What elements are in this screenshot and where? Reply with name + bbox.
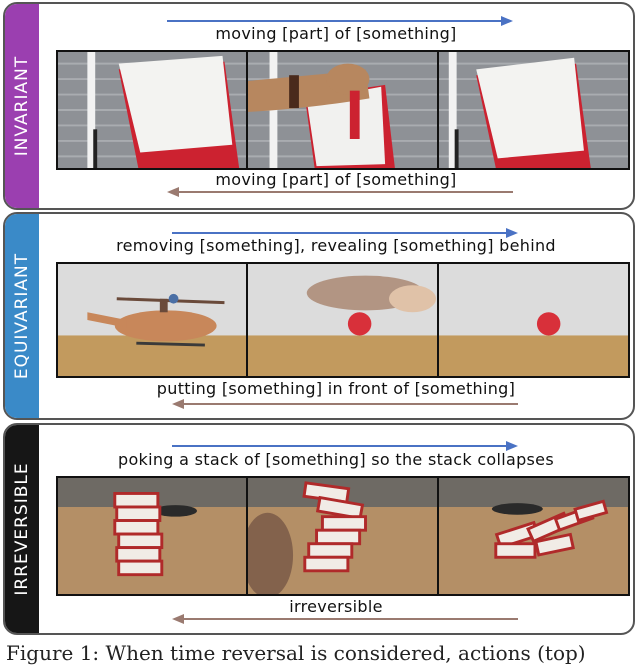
equivariant-tag: EQUIVARIANT (5, 214, 39, 418)
invariant-tag-label: INVARIANT (12, 55, 32, 157)
equivariant-panel: EQUIVARIANT removing [something], reveal… (3, 212, 635, 420)
video-frame-3 (437, 262, 630, 378)
video-frame-2 (246, 50, 439, 170)
video-frame-1 (56, 476, 248, 596)
irreversible-bottom-caption: irreversible (289, 597, 383, 616)
video-frame-1 (56, 50, 248, 170)
invariant-tag: INVARIANT (5, 4, 39, 208)
poking-stack-image (248, 478, 437, 594)
figure-caption: Figure 1: When time reversal is consider… (6, 641, 586, 665)
helicopter-image (58, 264, 246, 376)
invariant-panel: INVARIANT moving [part] of [something] (3, 2, 635, 210)
cooler-moved-image (439, 52, 628, 168)
cooler-lift-image (248, 52, 437, 168)
video-frame-3 (437, 50, 630, 170)
cooler-image (58, 52, 246, 168)
equivariant-tag-label: EQUIVARIANT (12, 252, 32, 380)
backward-arrow (172, 399, 518, 409)
equivariant-bottom-caption: putting [something] in front of [somethi… (156, 379, 516, 398)
forward-arrow (172, 228, 518, 238)
irreversible-panel: IRREVERSIBLE poking a stack of [somethin… (3, 423, 635, 635)
video-frame-1 (56, 262, 248, 378)
backward-arrow (172, 614, 518, 624)
invariant-bottom-caption: moving [part] of [something] (215, 170, 457, 189)
irreversible-tag-label: IRREVERSIBLE (12, 462, 32, 596)
helicopter-removal-image (248, 264, 437, 376)
irreversible-top-caption: poking a stack of [something] so the sta… (118, 450, 554, 469)
ball-image (439, 264, 628, 376)
forward-arrow (172, 441, 518, 451)
video-frame-2 (246, 262, 439, 378)
forward-arrow (167, 16, 513, 26)
backward-arrow (167, 187, 513, 197)
collapsed-stack-image (439, 478, 628, 594)
irreversible-tag: IRREVERSIBLE (5, 425, 39, 633)
equivariant-top-caption: removing [something], revealing [somethi… (116, 236, 556, 255)
video-frame-3 (437, 476, 630, 596)
video-frame-2 (246, 476, 439, 596)
matchbox-stack-image (58, 478, 246, 594)
invariant-top-caption: moving [part] of [something] (215, 24, 457, 43)
